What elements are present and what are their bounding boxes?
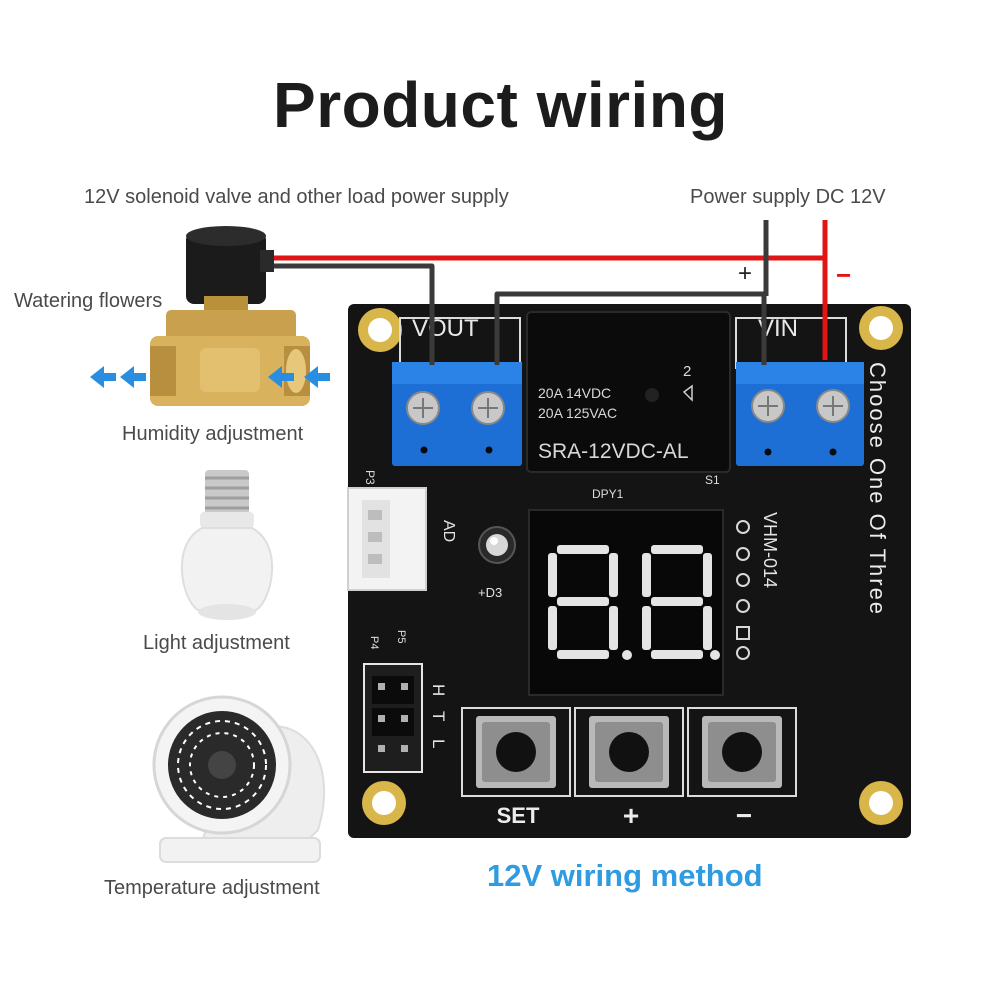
watering-label: Watering flowers [14, 290, 163, 312]
fan-icon [152, 695, 326, 863]
mount-hole-br [859, 781, 903, 825]
mount-hole-bl [362, 781, 406, 825]
relay: 20A 14VDC 20A 125VAC 2 SRA-12VDC-AL [526, 311, 731, 473]
light-label: Light adjustment [143, 632, 290, 654]
relay-rating-2: 20A 125VAC [538, 405, 617, 421]
p5-label: P5 [395, 630, 407, 643]
minus-sign-label: − [836, 260, 851, 290]
htl-jumper[interactable] [363, 663, 423, 773]
controller-board: VOUT VIN 20A 14VDC 20A 125VAC 2 SRA-12VD… [347, 304, 911, 838]
black-wire-bridge [494, 291, 767, 365]
choose-one-label: Choose One Of Three [865, 362, 890, 616]
relay-number: 2 [683, 363, 691, 380]
plus-sign-label: + [738, 260, 752, 287]
power-supply-label: Power supply DC 12V [690, 186, 886, 208]
s1-label: S1 [705, 473, 720, 487]
p3-label: P3 [363, 470, 377, 485]
load-supply-label: 12V solenoid valve and other load power … [84, 186, 509, 208]
terminal-block-vout[interactable] [392, 362, 522, 466]
light-bulb-icon [180, 470, 274, 620]
jumper-l-label: L [429, 739, 448, 748]
seven-segment-display [528, 509, 724, 696]
wires [268, 220, 828, 365]
jumper-h-label: H [429, 684, 448, 696]
d3-label: +D3 [478, 585, 502, 600]
model-label: VHM-014 [760, 512, 780, 588]
set-button-label: SET [497, 803, 540, 828]
wiring-caption: 12V wiring method [487, 858, 763, 893]
terminal-block-vin[interactable] [736, 362, 864, 466]
humidity-label: Humidity adjustment [122, 423, 304, 445]
ul-mark-icon [682, 384, 693, 402]
set-button[interactable] [461, 707, 571, 797]
plus-button[interactable] [574, 707, 684, 797]
flow-arrows [90, 366, 330, 388]
black-wire-load [268, 263, 435, 365]
jumper-t-label: T [429, 711, 448, 721]
relay-rating-1: 20A 14VDC [538, 385, 611, 401]
temperature-label: Temperature adjustment [104, 877, 320, 899]
minus-button[interactable] [687, 707, 797, 797]
mount-hole-tl [358, 308, 402, 352]
p4-label: P4 [368, 636, 380, 649]
ad-label: AD [440, 520, 457, 542]
ad-connector[interactable] [347, 487, 427, 591]
mount-hole-tr [859, 306, 903, 350]
minus-button-label: − [736, 800, 752, 831]
solenoid-valve-icon [150, 226, 310, 406]
led-indicator [478, 526, 516, 564]
plus-button-label: + [623, 800, 639, 831]
pin-header [736, 520, 750, 660]
relay-model: SRA-12VDC-AL [538, 440, 689, 463]
vout-label: VOUT [412, 315, 479, 342]
page-title: Product wiring [273, 69, 728, 141]
dpy-label: DPY1 [592, 487, 624, 501]
